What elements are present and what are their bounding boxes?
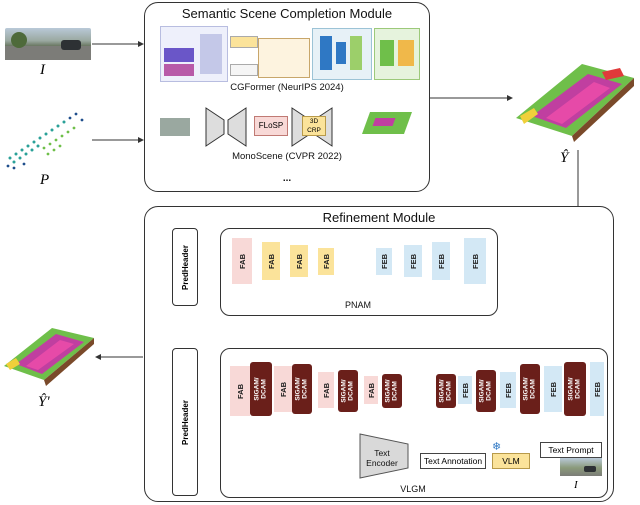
- vlgm-sigam-block-4: SIGAM/ DCAM: [382, 374, 402, 408]
- vlgm-fab-block-3: FAB: [318, 372, 334, 408]
- vlgm-sigam-block-7: SIGAM/ DCAM: [520, 364, 540, 414]
- pnam-fab-block-3: FAB: [318, 248, 334, 275]
- vlgm-feb-block-2: FEB: [500, 372, 516, 408]
- vlgm-sigam-block-3: SIGAM/ DCAM: [338, 370, 358, 412]
- input-pointcloud-graphic: [6, 112, 84, 170]
- more-methods-ellipsis: ...: [282, 173, 292, 184]
- vlgm-image-label: I: [574, 479, 578, 491]
- pnam-feb-block-3: FEB: [432, 242, 450, 280]
- input-image-thumbnail: [5, 28, 91, 60]
- pnam-feb-block-4: FEB: [464, 238, 486, 284]
- vlgm-feb-block-3: FEB: [544, 366, 562, 412]
- output-yhat-prime-label: Ŷ': [38, 394, 50, 410]
- vlm-box: VLM: [492, 453, 530, 469]
- vlgm-sigam-block-8: SIGAM/ DCAM: [564, 362, 586, 416]
- snowflake-icon: ❄: [492, 441, 502, 453]
- pnam-feb-block-1: FEB: [376, 248, 392, 275]
- pnam-fab-block: FAB: [232, 238, 252, 284]
- refinement-module-title: Refinement Module: [322, 210, 436, 225]
- vlgm-sigam-block-5: SIGAM/ DCAM: [436, 374, 456, 408]
- vlgm-fab-block-1: FAB: [230, 366, 250, 416]
- monoscene-caption: MonoScene (CVPR 2022): [232, 151, 342, 162]
- text-encoder-shape: [359, 433, 409, 479]
- text-prompt-box: Text Prompt: [540, 442, 602, 458]
- output-yhat-label: Ŷ: [560, 150, 569, 166]
- pnam-fab-block-1: FAB: [262, 242, 280, 280]
- input-image-label: I: [40, 62, 45, 78]
- pnam-fab-block-2: FAB: [290, 245, 308, 277]
- vlgm-fab-block-2: FAB: [274, 366, 292, 412]
- vlgm-sigam-block-2: SIGAM/ DCAM: [292, 364, 312, 414]
- vlgm-feb-block-1: FEB: [458, 376, 472, 404]
- input-pointcloud-label: P: [40, 172, 50, 188]
- output-yhat-scene: [516, 64, 634, 142]
- ssc-module-title: Semantic Scene Completion Module: [181, 6, 393, 21]
- vlgm-sigam-block-1: SIGAM/ DCAM: [250, 362, 272, 416]
- vlgm-label: VLGM: [400, 484, 426, 494]
- pnam-predheader: PredHeader: [172, 228, 198, 306]
- monoscene-figure: FLoSP 3D CRP: [160, 104, 420, 150]
- cgformer-caption: CGFormer (NeurIPS 2024): [230, 82, 344, 93]
- text-annotation-box: Text Annotation: [420, 453, 486, 469]
- vlgm-input-image-thumbnail: [560, 458, 602, 476]
- flosp-box: FLoSP: [254, 116, 288, 136]
- vlgm-feb-block-4: FEB: [590, 362, 604, 416]
- vlgm-predheader: PredHeader: [172, 348, 198, 496]
- pnam-label: PNAM: [344, 300, 371, 310]
- vlgm-fab-block-4: FAB: [364, 376, 378, 404]
- pnam-feb-block-2: FEB: [404, 245, 422, 277]
- text-encoder-label: Text Encoder: [366, 448, 398, 468]
- cgformer-figure: [160, 26, 420, 82]
- vlgm-sigam-block-6: SIGAM/ DCAM: [476, 370, 496, 412]
- output-yhat-prime-scene: [4, 328, 94, 386]
- crp-box: 3D CRP: [302, 116, 326, 136]
